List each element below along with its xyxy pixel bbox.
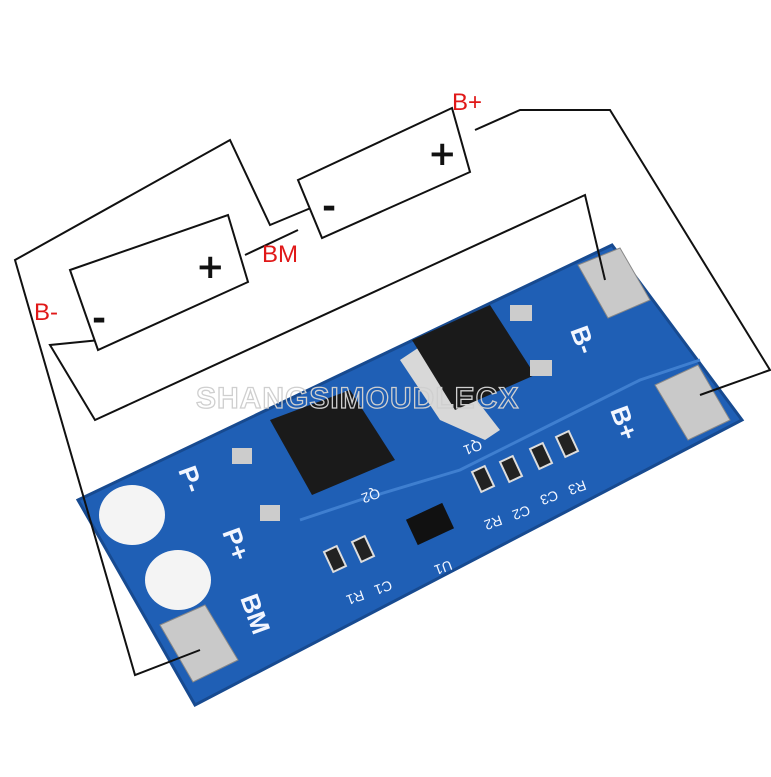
label-b-plus: B+ — [452, 89, 482, 116]
pcb-board: B- B+ P- P+ BM Q1 Q2 U1 R1 C1 R2 C2 C3 R… — [75, 243, 745, 707]
label-b-minus: B- — [34, 299, 58, 326]
silk-q1: Q1 — [461, 437, 484, 458]
wire-bm — [48, 193, 606, 422]
pad-b-minus — [577, 247, 651, 319]
silk-r3: R3 — [566, 477, 588, 498]
battery-lower-plus: + — [196, 247, 225, 287]
wires — [13, 109, 771, 677]
pad-p-plus — [145, 550, 211, 610]
silk-c1: C1 — [372, 577, 394, 598]
label-bm: BM — [262, 241, 298, 268]
silk-q2: Q2 — [359, 485, 382, 506]
battery-lower: + - — [68, 213, 250, 352]
battery-upper-minus: - — [322, 187, 336, 227]
watermark: SHANGSIMOUDLECX — [196, 382, 519, 415]
ic-u1 — [405, 502, 455, 546]
battery-upper-plus: + — [428, 134, 457, 174]
pad-p-minus — [99, 485, 165, 545]
silk-c3: C3 — [538, 487, 560, 508]
wire-b-minus — [13, 138, 331, 677]
wire-b-plus — [474, 109, 771, 396]
pad-bm — [159, 604, 239, 683]
silk-r1: R1 — [344, 587, 366, 608]
silk-c2: C2 — [510, 502, 532, 523]
silk-u1: U1 — [432, 557, 454, 578]
mosfet-q2 — [270, 390, 395, 495]
pad-b-plus — [654, 364, 731, 441]
silk-r2: R2 — [482, 512, 504, 533]
battery-upper: + - — [296, 106, 472, 240]
mosfet-q1 — [412, 305, 535, 410]
battery-lower-minus: - — [92, 299, 106, 339]
wire-bm-link — [244, 229, 299, 256]
